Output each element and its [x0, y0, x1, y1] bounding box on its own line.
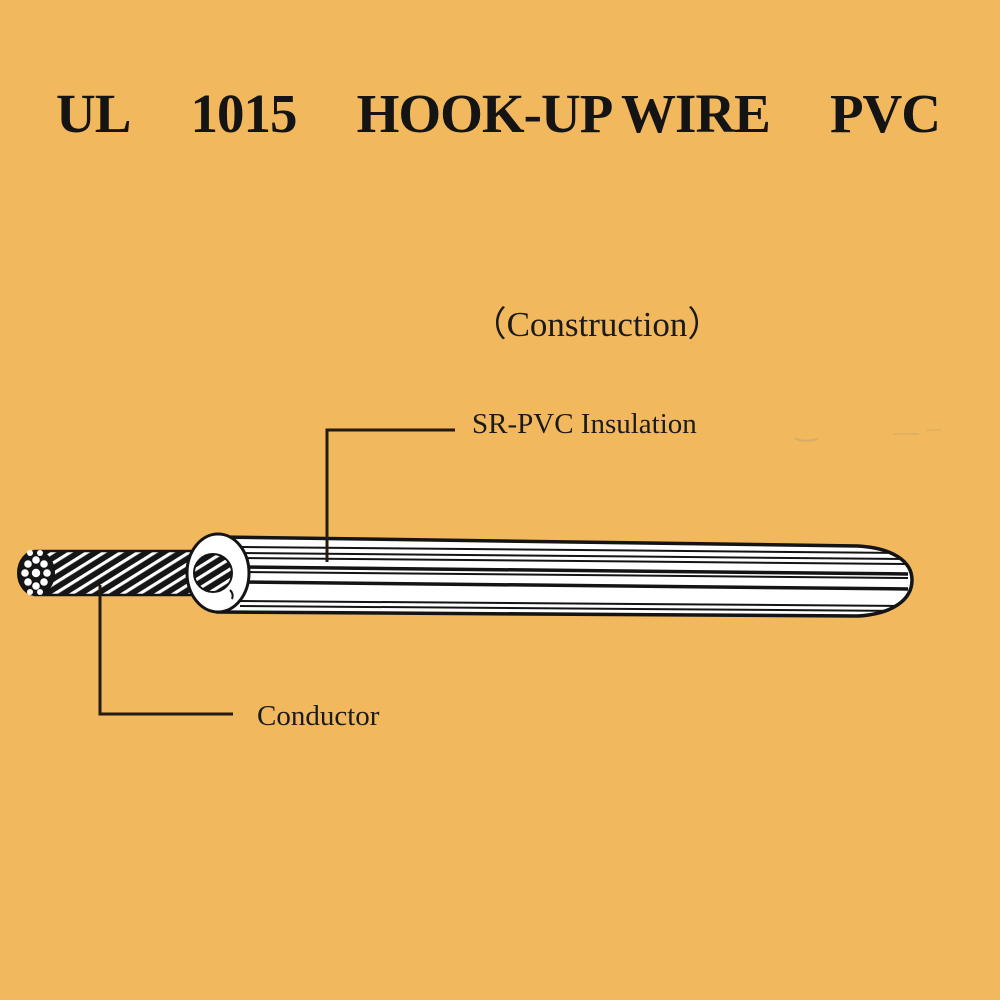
- insulation-tube: [185, 532, 914, 618]
- title-word-ul: UL: [56, 83, 131, 144]
- insulation-end-face: [185, 532, 251, 614]
- conductor-exposed-section: [17, 549, 220, 597]
- title-word-pvc: PVC: [829, 83, 941, 144]
- title-word-hookup-wire: HOOK-UP WIRE: [356, 83, 771, 144]
- title-word-1015: 1015: [190, 83, 297, 144]
- faint-watermark-marks: [794, 429, 941, 442]
- conductor-leader-line: [98, 585, 233, 716]
- conductor-label: Conductor: [257, 700, 380, 732]
- page-title: UL 1015 HOOK-UP WIRE PVC: [56, 83, 941, 148]
- insulation-label: SR-PVC Insulation: [472, 408, 697, 440]
- insulation-striations: [239, 546, 909, 612]
- insulation-leader-line: [325, 428, 455, 562]
- conductor-end-strands: [17, 550, 55, 596]
- construction-heading: （Construction）: [471, 305, 723, 344]
